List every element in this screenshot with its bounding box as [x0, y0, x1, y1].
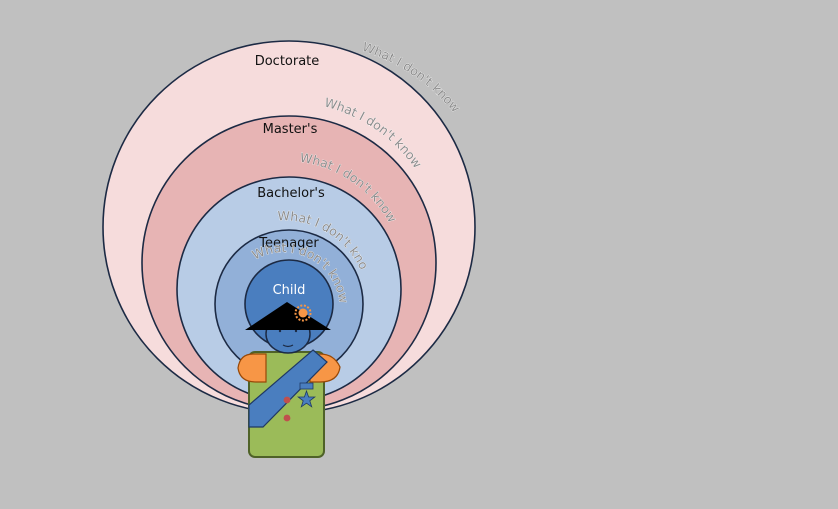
bachelors-label: Bachelor's: [257, 186, 325, 201]
button-2: [283, 414, 291, 422]
left-shoulder: [237, 353, 267, 383]
child-label: Child: [273, 283, 306, 298]
button-1: [283, 396, 291, 404]
teenager-label: Teenager: [258, 236, 319, 251]
doctorate-label: Doctorate: [255, 54, 320, 69]
star-medal-icon: [297, 382, 316, 408]
sash: [248, 349, 328, 428]
masters-label: Master's: [263, 122, 318, 137]
figure: [237, 302, 341, 458]
sun-badge-icon: [294, 304, 312, 322]
conical-hat-icon: [245, 302, 331, 330]
